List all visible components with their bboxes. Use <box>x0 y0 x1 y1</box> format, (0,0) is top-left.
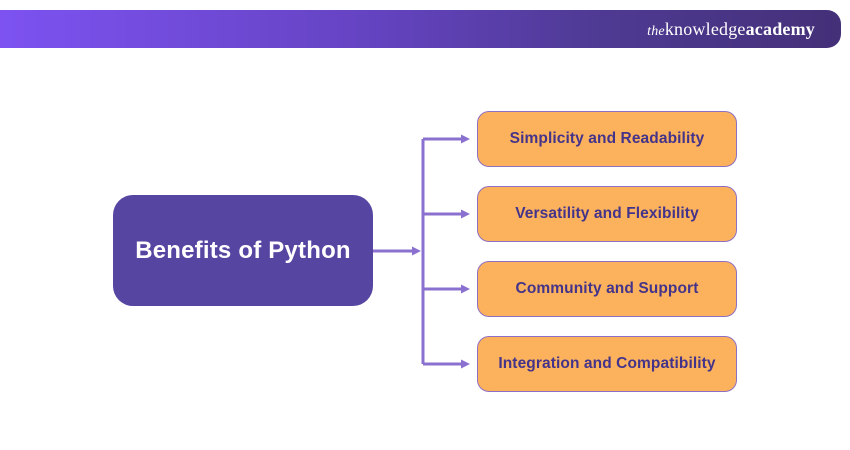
benefit-box-community: Community and Support <box>477 261 737 317</box>
benefit-box-label: Community and Support <box>515 280 699 297</box>
root-node-benefits-of-python: Benefits of Python <box>113 195 373 306</box>
brand-logo-the: the <box>647 23 665 39</box>
benefit-box-label: Versatility and Flexibility <box>515 205 699 222</box>
benefit-box-versatility: Versatility and Flexibility <box>477 186 737 242</box>
header-bar: theknowledgeacademy <box>0 10 841 48</box>
benefit-box-simplicity: Simplicity and Readability <box>477 111 737 167</box>
root-node-label: Benefits of Python <box>135 236 351 264</box>
benefit-box-label: Integration and Compatibility <box>498 355 716 372</box>
benefit-box-label: Simplicity and Readability <box>509 130 705 147</box>
brand-logo: theknowledgeacademy <box>647 19 815 40</box>
brand-logo-academy: academy <box>745 18 815 39</box>
benefit-box-integration: Integration and Compatibility <box>477 336 737 392</box>
brand-logo-knowledge: knowledge <box>664 18 746 39</box>
